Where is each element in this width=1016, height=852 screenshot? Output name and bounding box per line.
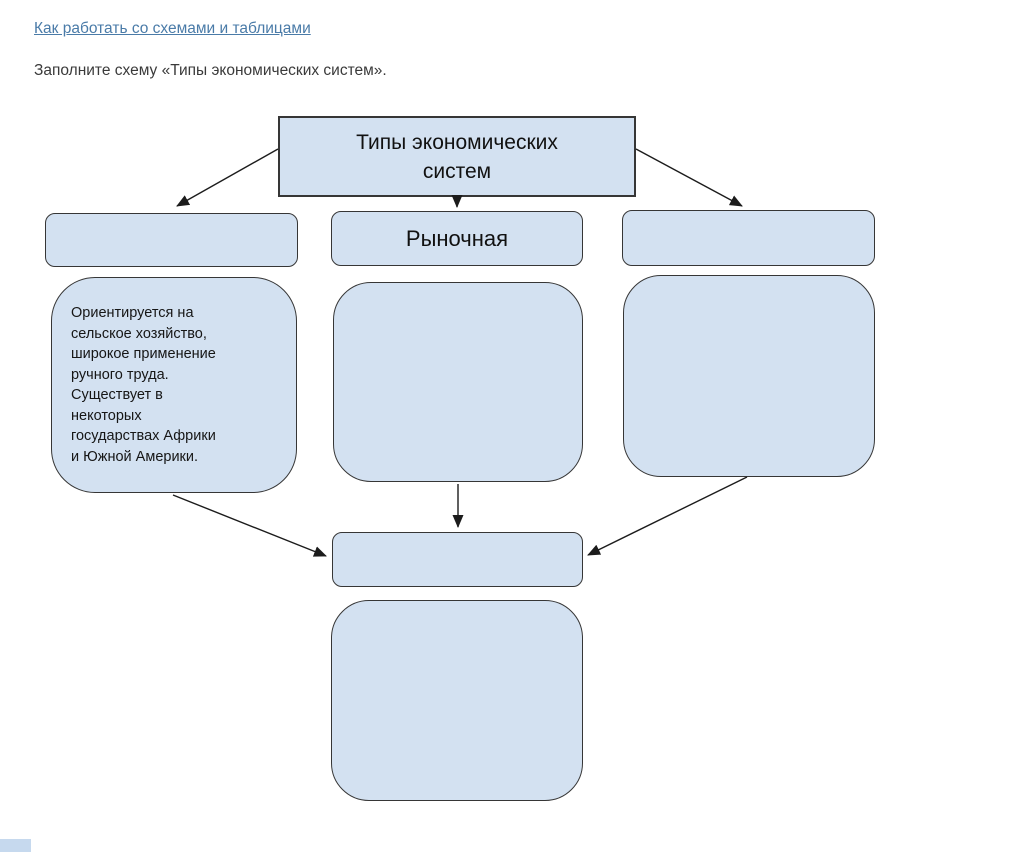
level2-market-label: Рыночная	[405, 225, 509, 251]
level2-right-empty-box	[622, 210, 875, 266]
bottom-empty-box	[331, 600, 583, 801]
arrow-root-to-left	[176, 148, 279, 207]
merge-empty-box	[332, 532, 583, 587]
root-box: Типы экономических систем	[278, 116, 636, 197]
arrow-left-to-merge	[172, 494, 327, 557]
bottom-left-blue-chip	[0, 839, 31, 852]
instruction-text: Заполните схему «Типы экономических сист…	[34, 62, 387, 79]
level2-market-box: Рыночная	[331, 211, 583, 266]
level3-traditional-description-box: Ориентируется на сельское хозяйство, шир…	[51, 277, 297, 493]
arrow-root-to-right	[635, 148, 743, 207]
root-box-label: Типы экономических систем	[356, 130, 558, 183]
how-to-work-link[interactable]: Как работать со схемами и таблицами	[34, 20, 311, 37]
arrow-right-to-merge	[587, 476, 748, 556]
traditional-description-text: Ориентируется на сельское хозяйство, шир…	[71, 305, 216, 465]
level2-left-empty-box	[45, 213, 298, 267]
level3-right-empty-box	[623, 275, 875, 477]
level3-middle-empty-box	[333, 282, 583, 482]
